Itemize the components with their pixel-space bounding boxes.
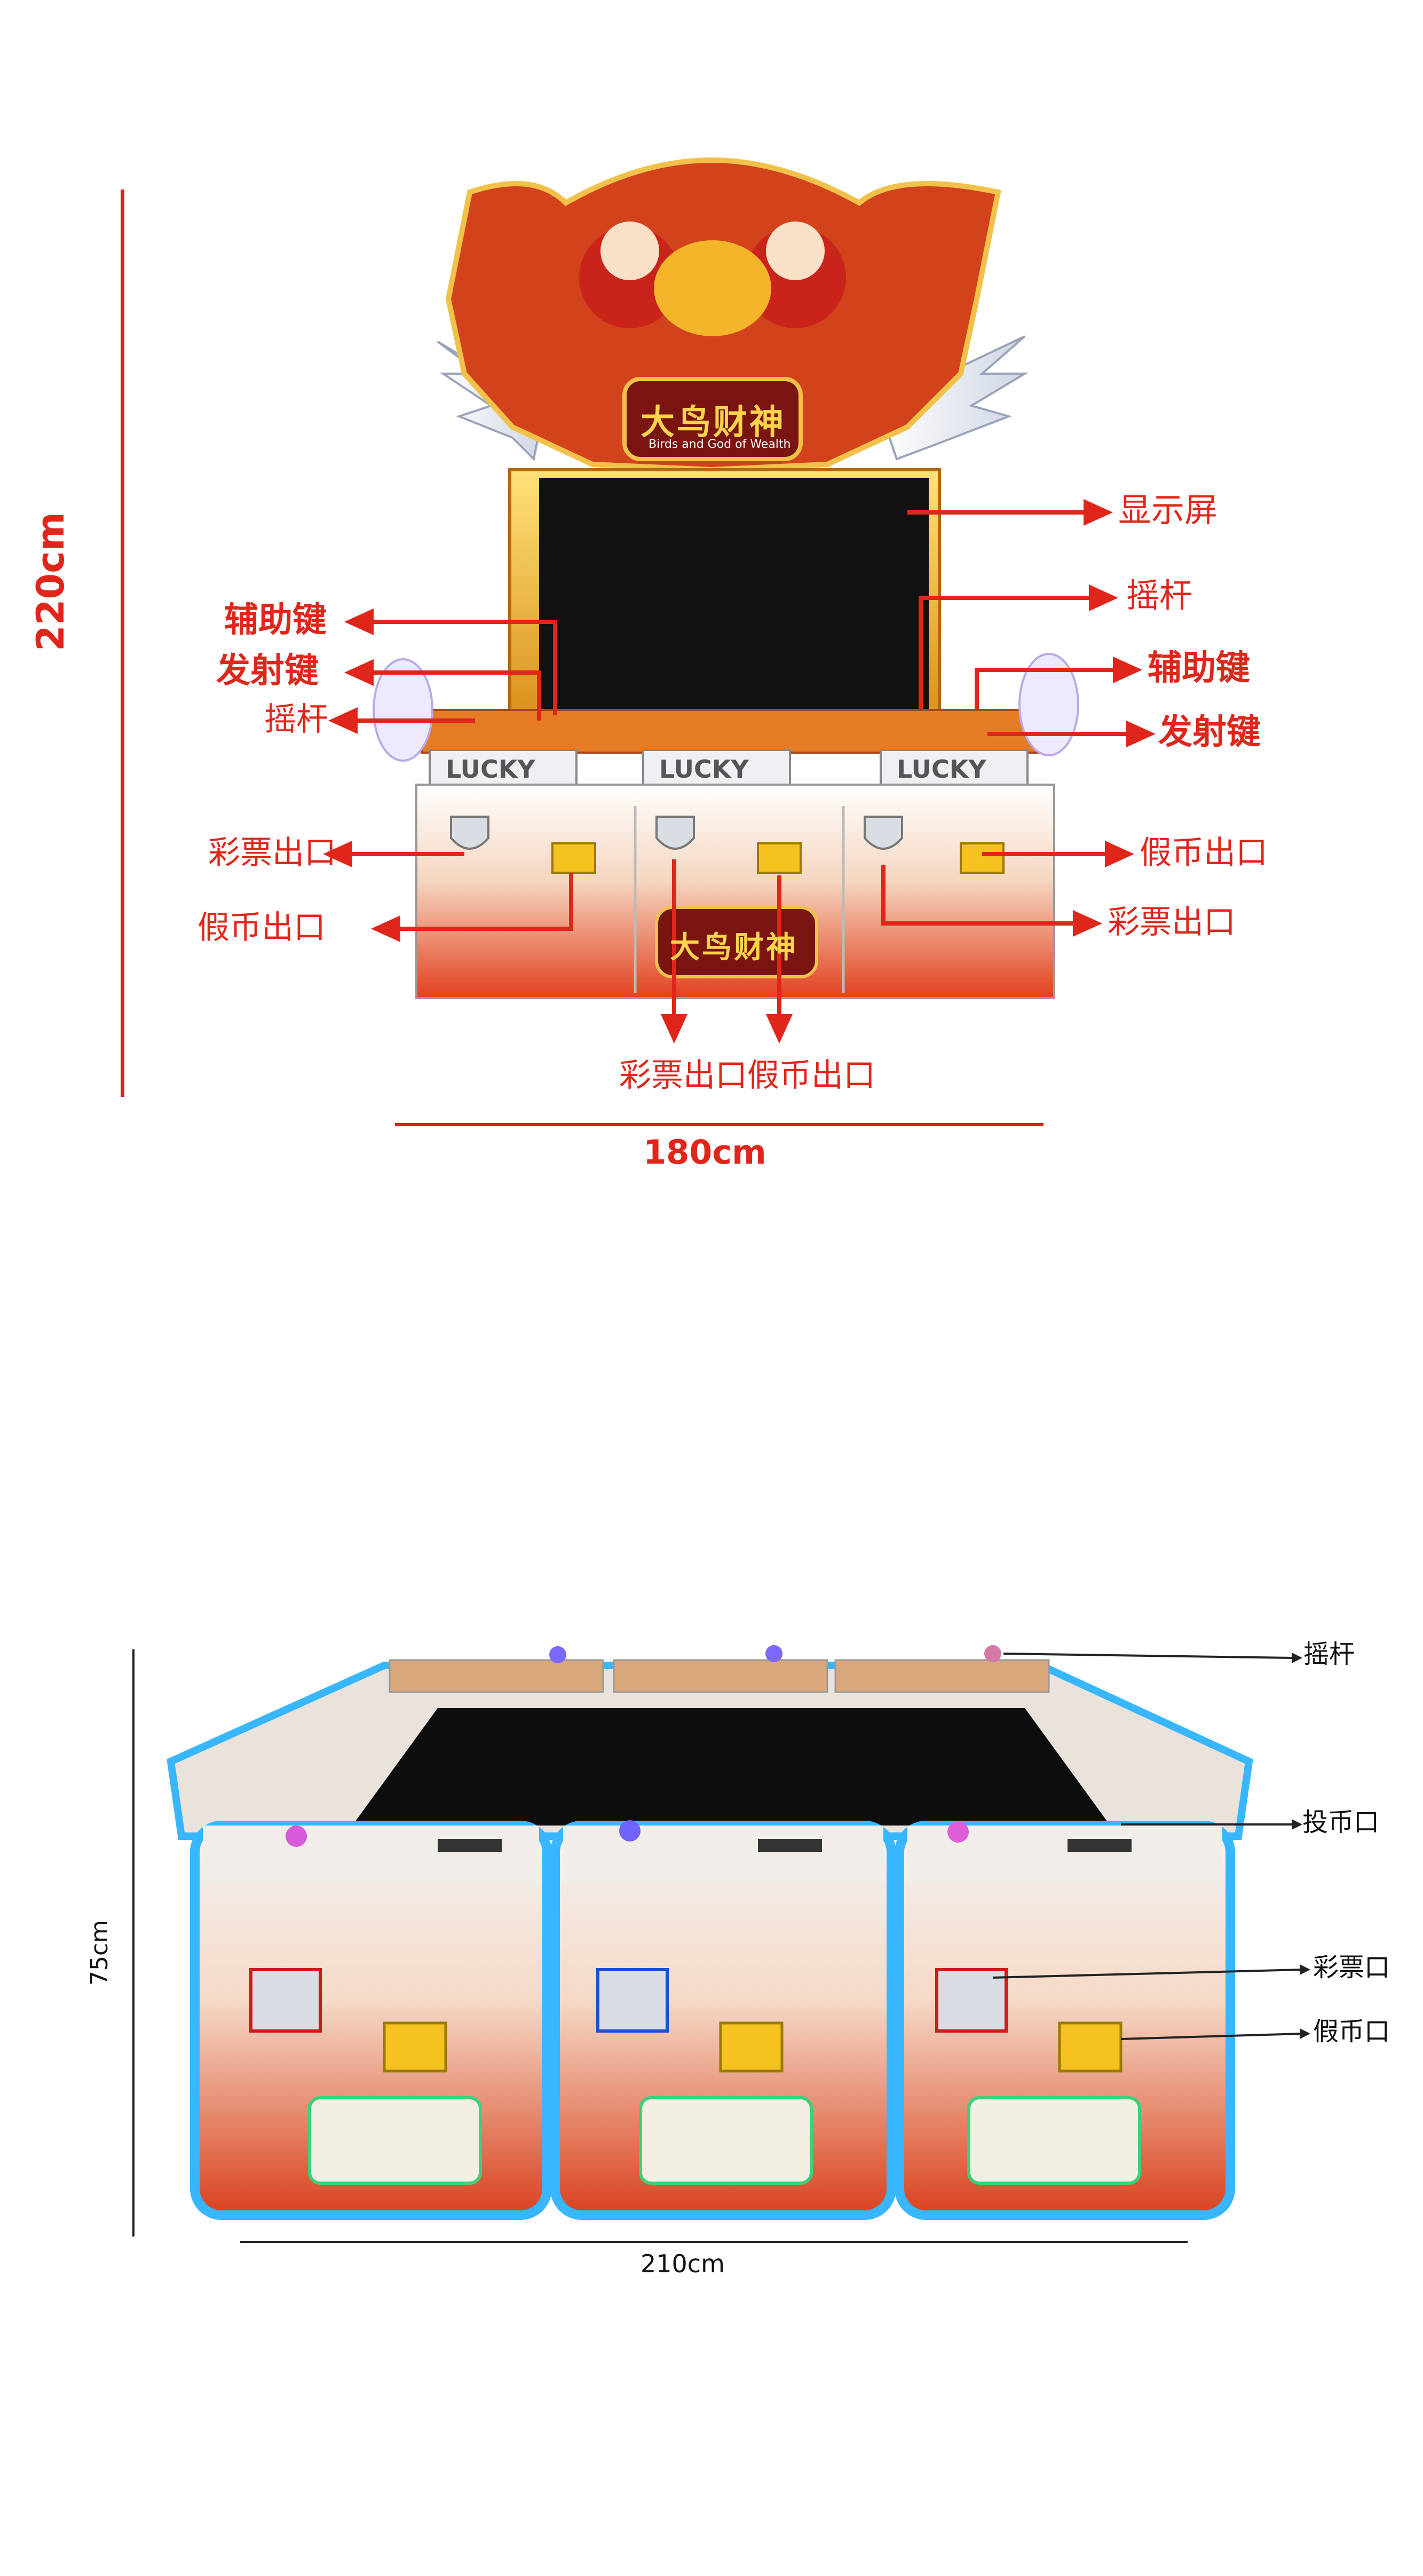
height-dimension-line xyxy=(121,189,124,1097)
upright-cabinet-illustration xyxy=(323,157,1156,1044)
lucky-plate-2: LUCKY xyxy=(659,755,749,784)
callout-joystick-right: 摇杆 xyxy=(1126,576,1193,615)
callout-table-coin-exit: 假币口 xyxy=(1313,2017,1390,2046)
callout-aux-left: 辅助键 xyxy=(224,600,327,640)
table-screen xyxy=(352,1708,1110,1826)
lucky-plate-3: LUCKY xyxy=(897,755,986,784)
bottom-logo-title: 大鸟财神 xyxy=(670,930,798,965)
control-panel xyxy=(421,709,1053,754)
table-width-dimension-label: 210cm xyxy=(641,2249,725,2278)
callout-ticket-left: 彩票出口 xyxy=(208,834,336,872)
table-width-dimension-line xyxy=(240,2241,1188,2243)
callout-fire-right: 发射键 xyxy=(1158,713,1261,752)
marquee-subtitle: Birds and God of Wealth xyxy=(649,438,791,451)
callout-joystick-left: 摇杆 xyxy=(264,701,328,738)
callout-fire-left: 发射键 xyxy=(216,651,319,691)
callout-aux-right: 辅助键 xyxy=(1148,649,1250,688)
callout-table-joystick: 摇杆 xyxy=(1303,1639,1355,1669)
lucky-plate-1: LUCKY xyxy=(446,755,535,784)
marquee-title: 大鸟财神 xyxy=(641,403,786,442)
right-wing xyxy=(877,335,1029,461)
callout-coin-bottom: 假币出口 xyxy=(747,1057,875,1094)
width-dimension-line xyxy=(395,1123,1043,1126)
callout-table-ticket-exit: 彩票口 xyxy=(1313,1953,1390,1982)
callout-ticket-bottom: 彩票出口 xyxy=(619,1057,747,1094)
callout-display-screen: 显示屏 xyxy=(1118,491,1218,530)
width-dimension-label: 180cm xyxy=(643,1133,766,1172)
callout-table-coin-slot: 投币口 xyxy=(1302,1807,1380,1837)
callout-coin-right: 假币出口 xyxy=(1140,834,1268,872)
callout-ticket-right: 彩票出口 xyxy=(1108,904,1236,941)
display-screen xyxy=(539,478,929,713)
callout-coin-left: 假币出口 xyxy=(197,909,326,946)
table-height-dimension-line xyxy=(132,1649,135,2237)
